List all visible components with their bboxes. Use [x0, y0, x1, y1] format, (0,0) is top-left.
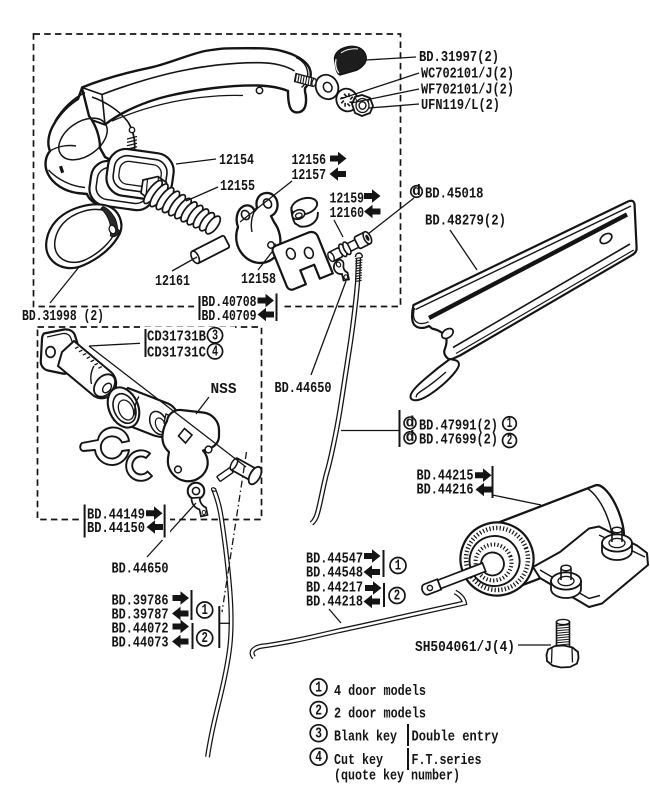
svg-text:BD.48279(2): BD.48279(2)	[425, 213, 506, 229]
svg-text:1: 1	[507, 416, 513, 432]
svg-text:BD.44216: BD.44216	[417, 483, 474, 499]
svg-text:CD31731C: CD31731C	[147, 346, 206, 362]
svg-text:NSS: NSS	[211, 382, 237, 398]
svg-text:BD.44548: BD.44548	[306, 566, 363, 582]
svg-text:WF702101/J(2): WF702101/J(2)	[421, 82, 514, 98]
svg-text:12156: 12156	[292, 153, 327, 169]
svg-text:SH504061/J(4): SH504061/J(4)	[415, 640, 515, 656]
svg-text:BD.31997(2): BD.31997(2)	[419, 50, 499, 66]
svg-text:12159: 12159	[330, 191, 365, 207]
svg-text:UFN119/L(2): UFN119/L(2)	[421, 98, 500, 114]
svg-text:BD.44650: BD.44650	[275, 381, 332, 397]
svg-text:4 door models: 4 door models	[334, 684, 426, 700]
svg-text:12154: 12154	[219, 153, 254, 169]
svg-text:BD.44150: BD.44150	[87, 521, 145, 537]
svg-text:1: 1	[395, 559, 402, 575]
svg-text:3: 3	[212, 328, 218, 344]
svg-text:BD.44217: BD.44217	[306, 581, 363, 597]
svg-text:BD.44218: BD.44218	[306, 595, 363, 611]
svg-text:BD.39787: BD.39787	[112, 608, 169, 624]
svg-text:BD.40709: BD.40709	[202, 309, 257, 325]
svg-text:12158: 12158	[241, 272, 276, 288]
svg-text:4: 4	[212, 344, 218, 360]
svg-text:BD.44073: BD.44073	[112, 636, 169, 652]
svg-text:12157: 12157	[292, 168, 327, 184]
svg-text:BD.47699(2): BD.47699(2)	[419, 433, 498, 449]
svg-text:BD.45018: BD.45018	[425, 186, 484, 202]
svg-text:d: d	[412, 184, 421, 200]
svg-text:BD.44650: BD.44650	[112, 562, 169, 578]
svg-text:d: d	[406, 430, 415, 446]
svg-text:BD.44149: BD.44149	[87, 507, 145, 523]
svg-text:Cut key: Cut key	[334, 753, 383, 769]
svg-text:BD.47991(2): BD.47991(2)	[419, 419, 498, 435]
svg-text:WC702101/J(2): WC702101/J(2)	[421, 67, 514, 83]
svg-text:4: 4	[315, 750, 322, 766]
svg-text:Blank key: Blank key	[334, 730, 397, 746]
svg-text:BD.31998 (2): BD.31998 (2)	[22, 309, 104, 325]
svg-text:Double entry: Double entry	[412, 730, 499, 746]
svg-text:BD.44215: BD.44215	[417, 469, 474, 485]
svg-text:1: 1	[202, 603, 209, 619]
svg-text:BD.44547: BD.44547	[306, 552, 363, 568]
svg-text:2 door models: 2 door models	[334, 707, 426, 723]
svg-text:F.T.series: F.T.series	[412, 753, 482, 769]
svg-text:12161: 12161	[155, 274, 190, 290]
svg-text:2: 2	[394, 589, 400, 605]
svg-text:BD.39786: BD.39786	[112, 594, 169, 610]
svg-text:1: 1	[315, 681, 322, 697]
svg-text:BD.40708: BD.40708	[202, 295, 257, 311]
svg-text:BD.44072: BD.44072	[112, 622, 169, 638]
svg-text:3: 3	[315, 727, 322, 743]
svg-text:12160: 12160	[330, 206, 365, 222]
svg-text:2: 2	[315, 703, 322, 719]
svg-text:d: d	[406, 415, 415, 431]
svg-text:2: 2	[202, 631, 208, 647]
svg-text:12155: 12155	[220, 179, 255, 195]
svg-text:2: 2	[507, 433, 513, 449]
svg-text:CD31731B: CD31731B	[147, 330, 206, 346]
svg-text:(quote key number): (quote key number)	[334, 769, 460, 785]
